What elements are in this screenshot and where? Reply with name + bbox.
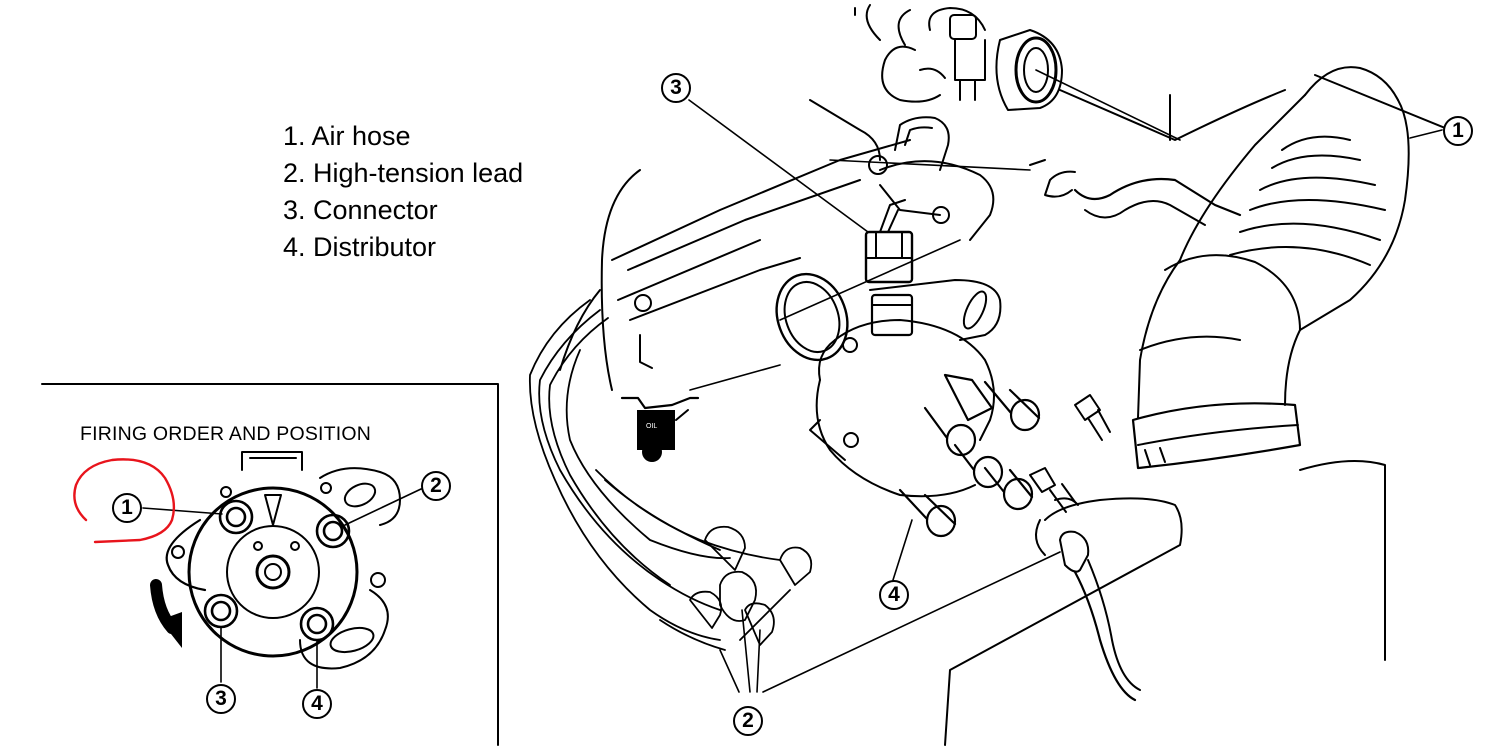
terminal-towers bbox=[203, 499, 351, 642]
terminal-label-1: 1 bbox=[112, 493, 142, 523]
callout-connector: 3 bbox=[661, 73, 691, 103]
legend-item-high-tension-lead: 2. High-tension lead bbox=[283, 158, 524, 188]
high-tension-leads bbox=[528, 299, 813, 651]
callout-distributor: 4 bbox=[879, 580, 909, 610]
oil-icon bbox=[620, 396, 700, 462]
legend-item-distributor: 4. Distributor bbox=[283, 232, 437, 262]
legend-item-air-hose: 1. Air hose bbox=[283, 121, 411, 151]
terminal-label-4: 4 bbox=[302, 689, 332, 719]
highlight-circle bbox=[73, 458, 176, 544]
oil-label: OIL bbox=[646, 423, 658, 430]
callout-air-hose: 1 bbox=[1443, 116, 1473, 146]
cap-towers bbox=[898, 373, 1041, 538]
connector bbox=[864, 199, 914, 284]
distributor bbox=[809, 279, 1041, 538]
firing-order-panel bbox=[41, 383, 499, 746]
mounting-bolts bbox=[1029, 394, 1111, 513]
callout-high-tension-lead: 2 bbox=[733, 706, 763, 736]
legend-item-connector: 3. Connector bbox=[283, 195, 438, 225]
rotation-arrow-icon bbox=[150, 579, 182, 648]
air-hose bbox=[1131, 66, 1410, 470]
parts-legend: 1. Air hose 2. High-tension lead 3. Conn… bbox=[283, 118, 523, 266]
firing-order-title: FIRING ORDER AND POSITION bbox=[80, 423, 372, 445]
leader-lines bbox=[688, 69, 1443, 693]
engine-main-drawing bbox=[528, 4, 1451, 746]
terminal-label-3: 3 bbox=[206, 684, 236, 714]
terminal-label-2: 2 bbox=[421, 471, 451, 501]
distributor-cap-top-view bbox=[142, 451, 422, 689]
